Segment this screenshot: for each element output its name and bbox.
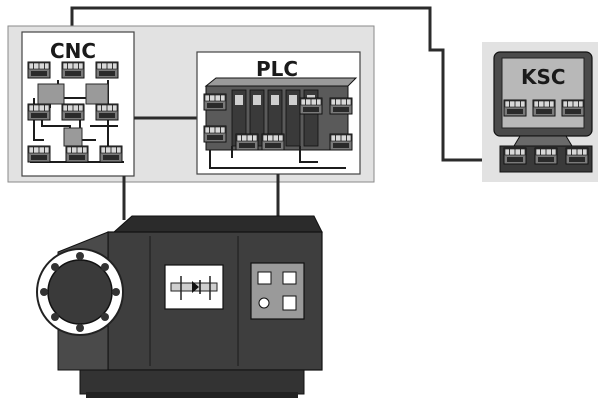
chuck-icon [36, 248, 124, 336]
ksc-label: KSC [521, 65, 566, 89]
network-cable [70, 6, 505, 162]
cnc-label: CNC [50, 39, 96, 63]
ksc-monitor-icon: KSC [493, 51, 593, 173]
cnc-controller-icon: CNC [21, 31, 135, 177]
plc-label: PLC [256, 57, 298, 81]
control-panel-icon [250, 262, 305, 320]
plc-rack-icon: PLC [196, 51, 361, 175]
tool-holder-icon [164, 264, 224, 310]
